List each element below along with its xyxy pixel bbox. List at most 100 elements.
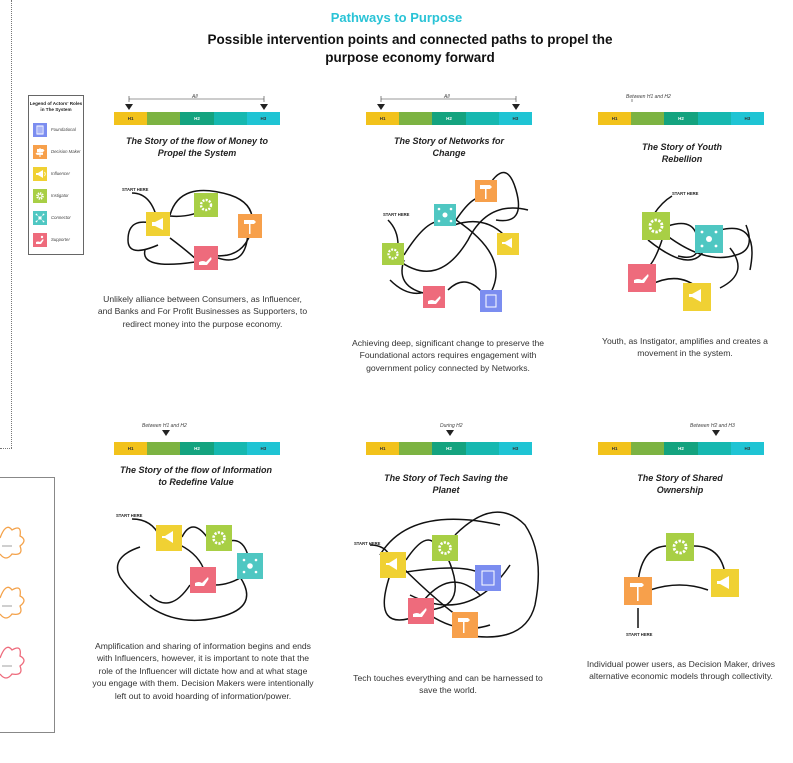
hand-icon: [194, 246, 218, 270]
horizon-h3: H3: [246, 112, 281, 125]
flower-orange-2: [0, 586, 25, 619]
horizon-h2: H2: [664, 442, 698, 455]
story-title: The Story of Shared Ownership: [637, 473, 723, 495]
story-graph-networks: [382, 171, 529, 312]
megaphone-icon: [33, 167, 47, 181]
horizon-h2: H2: [664, 112, 698, 125]
legend-label: Supporter: [51, 237, 70, 242]
horizon-h3: H3: [498, 442, 533, 455]
timeline-note: Between H2 and H3: [690, 423, 735, 429]
timeline-note: During H2: [440, 423, 463, 429]
horizon-h1: H1: [366, 112, 400, 125]
horizon-h3: H3: [498, 112, 533, 125]
horizon-h1: H1: [598, 112, 632, 125]
horizon-transition: [399, 442, 433, 455]
horizon-h2: H2: [432, 112, 466, 125]
horizon-h3: H3: [246, 442, 281, 455]
horizon-h1: H1: [114, 112, 148, 125]
timeline-marker: [446, 430, 454, 436]
timeline-note: Between H1 and H2: [626, 94, 671, 100]
story-title: The Story of Tech Saving the Planet: [384, 473, 508, 495]
left-dotted-border: [11, 0, 12, 448]
pillar-icon: [475, 565, 501, 591]
legend-item-connector: Connector: [33, 211, 83, 225]
gear-icon: [666, 533, 694, 561]
legend-label: Influencer: [51, 171, 70, 176]
horizon-h3: H3: [730, 442, 765, 455]
story-graph-information: [116, 518, 263, 622]
horizon-h2: H2: [180, 442, 214, 455]
flower-orange-1: [0, 526, 25, 559]
legend-label: Connector: [51, 215, 71, 220]
horizon-transition: [631, 442, 665, 455]
horizon-transition: [147, 112, 181, 125]
horizon-transition: [147, 442, 181, 455]
hand-icon: [628, 264, 656, 292]
pillar-icon: [33, 123, 47, 137]
timeline-note: Between H1 and H2: [142, 423, 187, 429]
story-graph-youth: [628, 195, 753, 311]
gear-icon: [206, 525, 232, 551]
gear-icon: [432, 535, 458, 561]
horizon-transition: [465, 442, 499, 455]
flower-graphics: [0, 526, 25, 679]
horizon-transition: [631, 112, 665, 125]
hand-icon: [33, 233, 47, 247]
timeline-bar: H1 H2 H3: [366, 112, 533, 125]
story-title: The Story of Youth Rebellion: [642, 142, 722, 164]
legend-item-foundational: Foundational: [33, 123, 83, 137]
page-title: Pathways to Purpose: [330, 10, 463, 25]
story-graph-money: [127, 189, 262, 270]
left-dotted-border-bottom: [0, 448, 12, 449]
story-description: Achieving deep, significant change to pr…: [351, 338, 545, 373]
horizon-h1: H1: [114, 442, 148, 455]
timeline-bar: H1 H2 H3: [114, 442, 281, 455]
horizon-transition: [213, 442, 247, 455]
flower-pink: [0, 646, 25, 679]
hand-icon: [190, 567, 216, 593]
horizon-transition: [213, 112, 247, 125]
timeline-range: [377, 96, 520, 110]
hand-icon: [408, 598, 434, 624]
story-title: The Story of the flow of Information to …: [120, 465, 272, 487]
timeline-marker: [162, 430, 170, 436]
story-graph-tech: [369, 511, 540, 638]
start-label: START HERE: [383, 212, 410, 217]
legend: Legend of Actors' Roles in The System Fo…: [28, 95, 84, 255]
legend-item-supporter: Supporter: [33, 233, 83, 247]
legend-label: Instigator: [51, 193, 69, 198]
story-title: The Story of Networks for Change: [393, 136, 504, 158]
horizon-h2: H2: [180, 112, 214, 125]
story-title: The Story of the flow of Money to Propel…: [126, 136, 268, 158]
horizon-h2: H2: [432, 442, 466, 455]
timeline-note: All: [444, 94, 450, 100]
start-label: START HERE: [354, 541, 381, 546]
signpost-icon: [452, 612, 478, 638]
story-description: Youth, as Instigator, amplifies and crea…: [602, 336, 768, 359]
horizon-transition: [697, 112, 731, 125]
gear-icon: [642, 212, 670, 240]
legend-label: Decision Maker: [51, 149, 81, 154]
start-label: START HERE: [626, 632, 653, 637]
horizon-transition: [465, 112, 499, 125]
legend-title: Legend of Actors' Roles in The System: [29, 101, 83, 112]
timeline-note: All: [192, 94, 198, 100]
story-description: Amplification and sharing of information…: [92, 641, 314, 701]
gear-icon: [382, 243, 404, 265]
start-label: START HERE: [122, 187, 149, 192]
timeline-bar: H1 H2 H3: [598, 112, 765, 125]
horizon-h1: H1: [598, 442, 632, 455]
timeline-marker: [712, 430, 720, 436]
start-label: START HERE: [672, 191, 699, 196]
hand-icon: [423, 286, 445, 308]
story-description: Unlikely alliance between Consumers, as …: [97, 294, 308, 329]
start-label: START HERE: [116, 513, 143, 518]
gear-icon: [33, 189, 47, 203]
legend-label: Foundational: [51, 127, 76, 132]
story-description: Individual power users, as Decision Make…: [586, 659, 776, 682]
horizon-transition: [399, 112, 433, 125]
signpost-icon: [33, 145, 47, 159]
timeline-range: [631, 99, 633, 102]
page-subtitle: Possible intervention points and connect…: [207, 32, 613, 65]
story-description: Tech touches everything and can be harne…: [353, 673, 543, 696]
